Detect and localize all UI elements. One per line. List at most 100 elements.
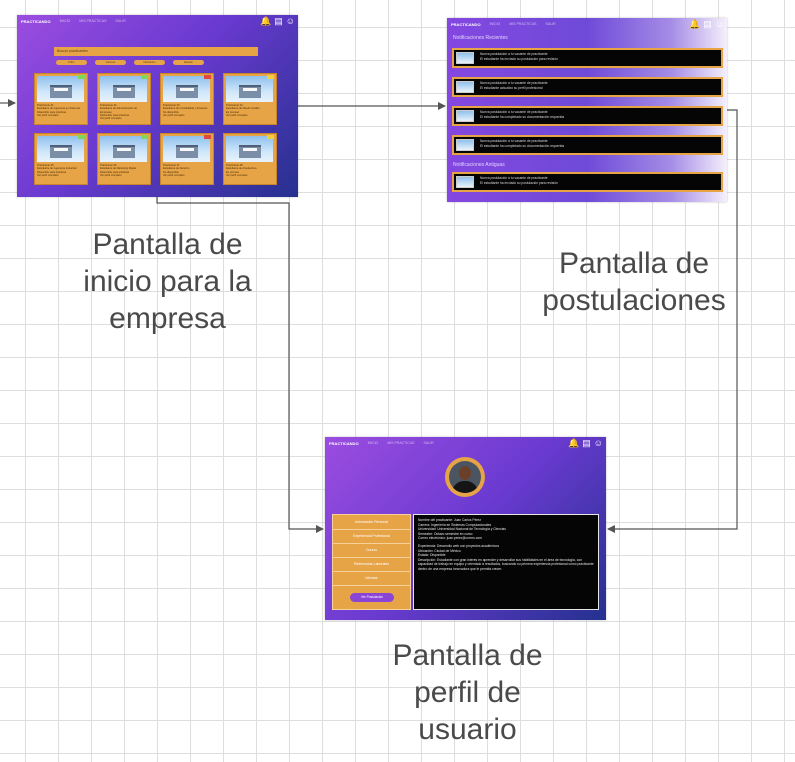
nav-link-mis-practicas[interactable]: MIS PRACTICAS <box>79 19 107 23</box>
card-line: Estudiante de Diseño Gráfico <box>226 107 260 111</box>
notification-row[interactable]: Nueva postulación a tu vacante de practi… <box>452 172 723 192</box>
status-badge <box>267 75 274 79</box>
nav-link-inicio[interactable]: INICIO <box>489 22 501 26</box>
card-line: Ver perfil completo <box>163 173 185 177</box>
card-thumbnail-image <box>37 76 84 102</box>
profile-detail-line: Experiencia: Desarrollo web con proyecto… <box>418 543 499 548</box>
nav-link-inicio[interactable]: INICIO <box>367 441 379 445</box>
card-line: Practicante 03 <box>163 104 180 107</box>
profile-menu-item[interactable]: Experiencia Profesional <box>333 529 410 544</box>
nav-link-salir[interactable]: SALIR <box>423 441 434 445</box>
card-line: Ver perfil completo <box>226 113 248 117</box>
section-title-old: Notificaciones Antiguas <box>453 162 505 168</box>
card-thumbnail-image <box>163 76 210 102</box>
card-line: Estudiante de Contabilidad y Finanzas <box>163 107 208 111</box>
caption-line: Pantalla de <box>392 639 543 672</box>
filter-chip[interactable]: Filtro <box>56 60 87 65</box>
avatar-body <box>452 481 478 493</box>
status-badge <box>78 135 85 139</box>
ver-postulacion-button[interactable]: Ver Postulación <box>350 593 394 602</box>
building-image <box>113 85 135 98</box>
user-icon[interactable]: ☺ <box>714 19 724 29</box>
chat-icon[interactable]: ▤ <box>274 16 283 26</box>
profile-detail-line: Universidad: Universidad Nacional de Tec… <box>418 527 506 532</box>
card-line: Estudiante de Marketing Digital <box>100 167 136 171</box>
profile-detail-line: Nombre del practicante: Juan Carlos Pére… <box>418 518 482 522</box>
navbar-icons: 🔔 ▤ ☺ <box>260 16 295 26</box>
bell-icon[interactable]: 🔔 <box>568 438 580 448</box>
notification-body: El estudiante actualizó su perfil profes… <box>480 86 543 90</box>
card-thumbnail-image <box>163 136 210 162</box>
notification-thumbnail-image <box>456 110 474 122</box>
profile-menu-item[interactable]: Información Personal <box>333 515 410 530</box>
notification-thumbnail-image <box>456 81 474 93</box>
sign-image <box>180 148 194 151</box>
nav-link-salir[interactable]: SALIR <box>115 19 126 23</box>
notification-row[interactable]: Nueva postulación a tu vacante de practi… <box>452 135 723 155</box>
filter-chip[interactable]: Estado <box>173 60 204 65</box>
notification-body: El estudiante ha enviado su postulación … <box>480 181 558 185</box>
building-image <box>50 85 72 98</box>
card-line: Ver perfil completo <box>37 173 59 177</box>
chat-icon[interactable]: ▤ <box>582 438 591 448</box>
status-badge <box>78 75 85 79</box>
notification-title: Nueva postulación a tu vacante de practi… <box>480 52 548 56</box>
sign-image <box>243 88 257 91</box>
nav-link-salir[interactable]: SALIR <box>545 22 556 26</box>
chat-icon[interactable]: ▤ <box>703 19 712 29</box>
notification-row[interactable]: Nueva postulación a tu vacante de practi… <box>452 77 723 97</box>
status-badge <box>204 75 211 79</box>
user-icon[interactable]: ☺ <box>285 16 295 26</box>
bell-icon[interactable]: 🔔 <box>689 19 701 29</box>
card-line: Practicante 07 <box>163 164 180 167</box>
notification-body: El estudiante ha completado su documenta… <box>480 144 565 148</box>
notification-body: El estudiante ha completado su documenta… <box>480 115 565 119</box>
nav-link-inicio[interactable]: INICIO <box>59 19 71 23</box>
status-badge <box>141 135 148 139</box>
filter-chip[interactable]: Ubicación <box>134 60 165 65</box>
profile-menu-item[interactable]: Referencias Laborales <box>333 557 410 572</box>
notification-text: Nueva postulación a tu vacante de practi… <box>480 81 717 91</box>
sign-image <box>117 148 131 151</box>
card-line: Disponible para prácticas <box>37 170 67 174</box>
brand-logo: PRACTICANDO <box>451 21 481 27</box>
connector-inicio-to-perfil <box>156 197 324 533</box>
caption-pantalla-postulaciones: Pantalla de postulaciones <box>515 245 753 319</box>
card-line: En proceso <box>226 170 240 174</box>
profile-menu-item[interactable]: Idiomas <box>333 571 410 586</box>
card-line: Disponible para prácticas <box>100 170 130 174</box>
avatar[interactable] <box>445 457 485 497</box>
profile-menu-item[interactable]: Cursos <box>333 543 410 558</box>
search-input[interactable]: Buscar practicantes <box>54 47 258 56</box>
user-icon[interactable]: ☺ <box>593 438 603 448</box>
profile-detail-line: Carrera: Ingeniería en Sistemas Computac… <box>418 522 492 527</box>
filter-chip[interactable]: Carrera <box>95 60 126 65</box>
navbar: PRACTICANDO INICIO MIS PRACTICAS SALIR <box>325 437 606 449</box>
caption-line: Pantalla de <box>558 247 710 280</box>
caption-line: perfil de <box>414 676 521 709</box>
bell-icon[interactable]: 🔔 <box>260 16 272 26</box>
nav-link-mis-practicas[interactable]: MIS PRACTICAS <box>387 441 415 445</box>
pantalla-perfil-frame: PRACTICANDO INICIO MIS PRACTICAS SALIR 🔔… <box>325 437 606 620</box>
notification-thumbnail-image <box>456 176 474 188</box>
notification-title: Nueva postulación a tu vacante de practi… <box>480 176 548 180</box>
card-line: Ver perfil completo <box>37 113 59 117</box>
nav-link-mis-practicas[interactable]: MIS PRACTICAS <box>509 22 537 26</box>
notification-row[interactable]: Nueva postulación a tu vacante de practi… <box>452 106 723 126</box>
sign-image <box>117 88 131 91</box>
card-line: Ver perfil completo <box>100 117 122 121</box>
notification-row[interactable]: Nueva postulación a tu vacante de practi… <box>452 48 723 68</box>
